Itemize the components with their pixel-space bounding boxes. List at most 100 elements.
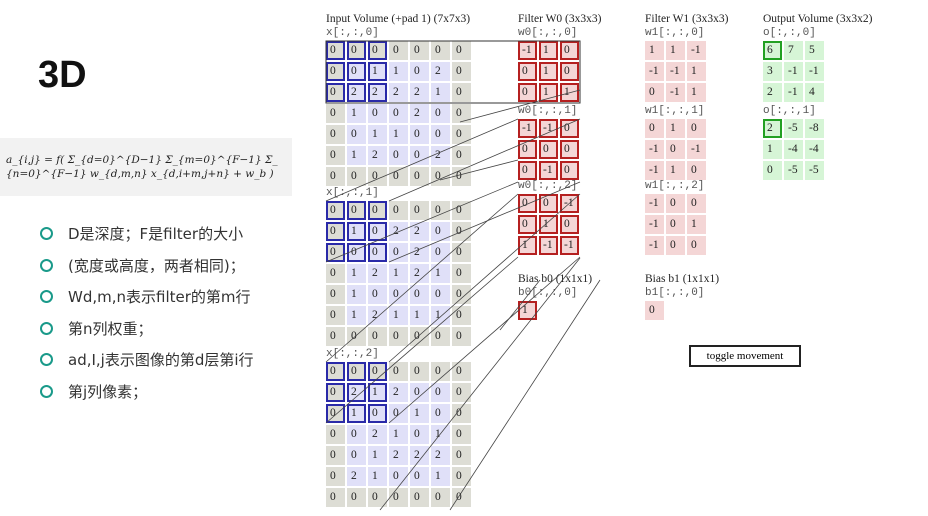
input-cell: 0 [389,104,408,123]
input-cell: 1 [410,404,429,423]
input-cell: 0 [452,446,471,465]
input-cell: 1 [389,125,408,144]
input-cell: 0 [326,264,345,283]
input-cell: 0 [347,125,366,144]
input-cell: 0 [431,222,450,241]
filter-w1-cell: -1 [645,194,664,213]
input-cell: 2 [389,446,408,465]
input-cell: 0 [431,383,450,402]
input-slice-label: x[:,:,1] [326,187,379,199]
output-cell: 7 [784,41,803,60]
input-cell: 0 [368,167,387,186]
input-slice-label: x[:,:,2] [326,348,379,360]
input-cell: 2 [368,425,387,444]
input-cell: 0 [326,425,345,444]
filter-w0-cell: -1 [539,119,558,138]
input-cell: 0 [368,243,387,262]
filter-w0-cell: 0 [560,62,579,81]
filter-w0-cell: 1 [560,83,579,102]
bullet-circle-icon [40,353,53,367]
input-cell: 2 [389,83,408,102]
input-cell: 0 [431,327,450,346]
input-cell: 1 [389,306,408,325]
input-volume-title: Input Volume (+pad 1) (7x7x3) [326,13,471,25]
filter-w1-cell: 0 [687,194,706,213]
input-cell: 1 [389,425,408,444]
output-cell: -5 [805,161,824,180]
filter-w1-cell: -1 [645,215,664,234]
filter-w1-cell: 1 [666,161,685,180]
filter-w0-cell: -1 [539,161,558,180]
input-cell: 1 [431,83,450,102]
output-cell: 5 [805,41,824,60]
filter-w0-cell: 0 [560,119,579,138]
input-cell: 0 [326,41,345,60]
input-cell: 0 [326,383,345,402]
input-cell: 0 [452,243,471,262]
filter-w1-cell: -1 [645,236,664,255]
filter-w1-slice-label: w1[:,:,2] [645,180,705,192]
filter-w0-title: Filter W0 (3x3x3) [518,13,602,25]
input-cell: 2 [347,83,366,102]
filter-w1-cell: -1 [645,140,664,159]
input-cell: 1 [368,62,387,81]
input-cell: 0 [347,201,366,220]
input-cell: 0 [452,327,471,346]
bullet-list: D是深度；F是filter的大小 (宽度或高度，两者相同)； Wd,m,n表示f… [40,218,254,407]
input-cell: 0 [347,327,366,346]
input-cell: 0 [410,62,429,81]
input-cell: 0 [389,201,408,220]
input-cell: 0 [410,467,429,486]
input-cell: 1 [347,285,366,304]
input-cell: 1 [347,146,366,165]
bullet-item: D是深度；F是filter的大小 [40,218,254,250]
input-cell: 0 [326,446,345,465]
bullet-item: 第n列权重； [40,313,254,345]
filter-w0-cell: 0 [518,215,537,234]
input-cell: 0 [326,62,345,81]
bias-b1-label: b1[:,:,0] [645,287,705,299]
toggle-movement-button[interactable]: toggle movement [689,345,801,367]
input-cell: 1 [347,306,366,325]
input-cell: 2 [410,104,429,123]
output-cell: -1 [784,62,803,81]
input-cell: 2 [410,83,429,102]
filter-w0-cell: -1 [518,119,537,138]
input-cell: 0 [368,362,387,381]
input-cell: 0 [368,285,387,304]
bullet-text: 第n列权重； [68,319,153,338]
filter-w0-cell: 0 [560,215,579,234]
filter-w1-cell: 1 [687,83,706,102]
output-cell: 0 [763,161,782,180]
bullet-text: (宽度或高度，两者相同)； [68,256,245,275]
input-cell: 0 [452,425,471,444]
input-cell: 0 [347,243,366,262]
filter-w1-cell: 0 [666,194,685,213]
input-cell: 2 [431,62,450,81]
input-cell: 0 [326,146,345,165]
filter-w1-cell: 0 [687,161,706,180]
filter-w0-slice-label: w0[:,:,0] [518,27,578,39]
input-cell: 0 [389,488,408,507]
filter-w0-cell: 0 [518,161,537,180]
input-cell: 0 [347,167,366,186]
input-cell: 0 [326,467,345,486]
input-cell: 0 [347,41,366,60]
filter-w1-title: Filter W1 (3x3x3) [645,13,729,25]
filter-w0-cell: 1 [539,62,558,81]
bullet-text: 第j列像素； [68,382,148,401]
output-cell: 6 [763,41,782,60]
filter-w1-cell: -1 [687,41,706,60]
output-cell: 4 [805,83,824,102]
filter-w0-cell: 1 [539,83,558,102]
input-cell: 0 [389,243,408,262]
filter-w1-cell: -1 [687,140,706,159]
input-cell: 0 [410,41,429,60]
filter-w1-cell: 0 [687,236,706,255]
filter-w0-cell: 0 [518,194,537,213]
input-cell: 0 [326,488,345,507]
output-cell: 2 [763,83,782,102]
input-cell: 0 [368,222,387,241]
input-cell: 2 [410,222,429,241]
input-cell: 0 [452,167,471,186]
